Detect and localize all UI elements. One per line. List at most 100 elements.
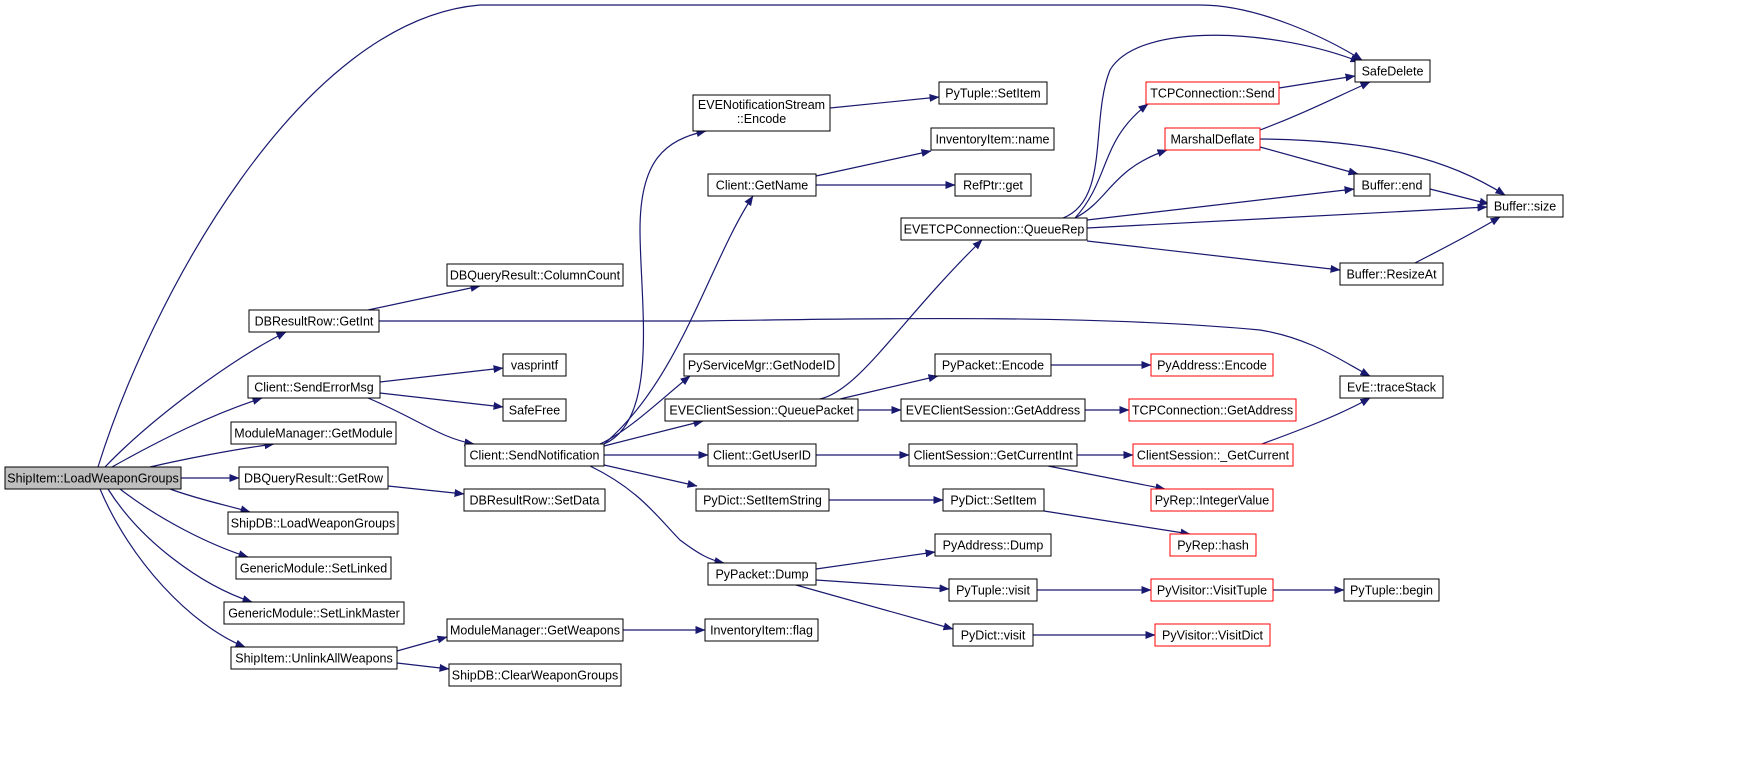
node-label-safeFree: SafeFree [509,404,560,418]
node-intValue[interactable]: PyRep::IntegerValue [1150,488,1274,512]
node-colCount[interactable]: DBQueryResult::ColumnCount [446,263,624,287]
node-label-repHash: PyRep::hash [1177,539,1249,553]
node-box-safeDelete [1354,59,1431,83]
node-label-evenEncode2: ::Encode [737,112,786,126]
node-visitTuple[interactable]: PyVisitor::VisitTuple [1150,578,1274,602]
node-box-invName [930,127,1055,151]
edge-root-safeDelete [97,4,1363,468]
node-box-getRow [238,466,389,490]
node-sessGetAddr[interactable]: EVEClientSession::GetAddress [900,398,1086,422]
node-label-getCurInt: ClientSession::GetCurrentInt [913,449,1073,463]
node-getCurInt[interactable]: ClientSession::GetCurrentInt [908,443,1078,467]
node-box-setLinked [235,556,392,580]
node-marshal[interactable]: MarshalDeflate [1164,127,1261,151]
node-safeFree[interactable]: SafeFree [502,398,567,422]
node-queuePacket[interactable]: EVEClientSession::QueuePacket [664,398,859,422]
node-packetEncode[interactable]: PyPacket::Encode [934,353,1052,377]
node-clearWG[interactable]: ShipDB::ClearWeaponGroups [448,663,622,687]
edge-queueRep-tcpSend [1074,103,1149,219]
edge-dictSetItem-repHash [1043,510,1191,537]
node-dictVisit[interactable]: PyDict::visit [952,623,1034,647]
node-sendErr[interactable]: Client::SendErrorMsg [247,375,381,399]
node-box-tupleBegin [1343,578,1440,602]
node-box-refGet [954,173,1032,197]
node-setData[interactable]: DBResultRow::SetData [463,488,606,512]
node-label-root: ShipItem::LoadWeaponGroups [7,472,178,486]
node-getModule[interactable]: ModuleManager::GetModule [230,421,397,445]
edge-evenEncode-tupleSetItem [829,93,940,109]
node-box-marshal [1164,127,1261,151]
node-label-marshal: MarshalDeflate [1170,133,1254,147]
node-vasprintf[interactable]: vasprintf [502,353,567,377]
node-tupleSetItem[interactable]: PyTuple::SetItem [938,81,1048,105]
node-addrEncode[interactable]: PyAddress::Encode [1150,353,1274,377]
node-dictSetItem[interactable]: PyDict::SetItem [942,488,1045,512]
edge-bufEnd-bufSize [1429,188,1490,206]
node-sendNotif[interactable]: Client::SendNotification [464,443,605,467]
node-repHash[interactable]: PyRep::hash [1169,533,1257,557]
node-tupleVisit[interactable]: PyTuple::visit [948,578,1038,602]
node-safeDelete[interactable]: SafeDelete [1354,59,1431,83]
node-invFlag[interactable]: InventoryItem::flag [704,618,819,642]
node-setLinked[interactable]: GenericModule::SetLinked [235,556,392,580]
node-unlinkAll[interactable]: ShipItem::UnlinkAllWeapons [230,646,398,670]
node-getRow[interactable]: DBQueryResult::GetRow [238,466,389,490]
node-root[interactable]: ShipItem::LoadWeaponGroups [4,466,182,490]
node-label-sessGetAddr: EVEClientSession::GetAddress [906,404,1080,418]
node-getWeapons[interactable]: ModuleManager::GetWeapons [446,618,624,642]
node-box-tcpGetAddr [1128,398,1297,422]
node-getInt[interactable]: DBResultRow::GetInt [248,309,380,333]
node-box-bufSize [1486,194,1564,218]
edge-sendErr-sendNotif [367,397,475,447]
node-box-safeFree [502,398,567,422]
node-label-clearWG: ShipDB::ClearWeaponGroups [452,669,619,683]
node-shipLoad[interactable]: ShipDB::LoadWeaponGroups [227,511,399,535]
node-box-vasprintf [502,353,567,377]
node-box-setData [463,488,606,512]
node-label-intValue: PyRep::IntegerValue [1155,494,1269,508]
node-label-addrEncode: PyAddress::Encode [1157,359,1267,373]
node-tcpSend[interactable]: TCPConnection::Send [1145,81,1280,105]
node-label-addrDump: PyAddress::Dump [943,539,1044,553]
node-queueRep[interactable]: EVETCPConnection::QueueRep [900,217,1088,241]
edge-queuePacket-packetEncode [839,374,939,400]
node-box-tupleSetItem [938,81,1048,105]
node-box-setItemString [695,488,830,512]
node-label-visitDict: PyVisitor::VisitDict [1162,629,1263,643]
edge-root-unlinkAll [99,488,246,648]
node-bufSize[interactable]: Buffer::size [1486,194,1564,218]
node-refGet[interactable]: RefPtr::get [954,173,1032,197]
node-traceStack[interactable]: EvE::traceStack [1339,375,1444,399]
node-bufEnd[interactable]: Buffer::end [1353,173,1431,197]
node-getNodeID[interactable]: PyServiceMgr::GetNodeID [683,353,840,377]
node-tupleBegin[interactable]: PyTuple::begin [1343,578,1440,602]
node-addrDump[interactable]: PyAddress::Dump [934,533,1052,557]
node-label-safeDelete: SafeDelete [1362,65,1424,79]
node-visitDict[interactable]: PyVisitor::VisitDict [1154,623,1271,647]
node-label-bufResize: Buffer::ResizeAt [1346,268,1437,282]
node-label-invFlag: InventoryItem::flag [710,624,813,638]
node-getUserID[interactable]: Client::GetUserID [707,443,817,467]
node-tcpGetAddr[interactable]: TCPConnection::GetAddress [1128,398,1297,422]
node-invName[interactable]: InventoryItem::name [930,127,1055,151]
node-label-queuePacket: EVEClientSession::QueuePacket [669,404,854,418]
node-label-packetEncode: PyPacket::Encode [942,359,1044,373]
node-bufResize[interactable]: Buffer::ResizeAt [1339,262,1444,286]
node-box-getName [707,173,817,197]
node-packetDump[interactable]: PyPacket::Dump [707,562,817,586]
edge-marshal-safeDelete [1259,81,1371,131]
edge-root-getModule [149,441,275,468]
node-box-tupleVisit [948,578,1038,602]
node-setItemString[interactable]: PyDict::SetItemString [695,488,830,512]
call-edges [97,4,1506,672]
node-getCurrent[interactable]: ClientSession::_GetCurrent [1132,443,1294,467]
edge-queueRep-bufSize [1086,203,1488,229]
node-setLinkMaster[interactable]: GenericModule::SetLinkMaster [223,601,405,625]
node-box-sendErr [247,375,381,399]
node-evenEncode[interactable]: EVENotificationStream::Encode [692,94,831,132]
node-getName[interactable]: Client::GetName [707,173,817,197]
edge-packetDump-tupleVisit [815,579,950,593]
node-box-traceStack [1339,375,1444,399]
node-label-getNodeID: PyServiceMgr::GetNodeID [688,359,835,373]
node-label-shipLoad: ShipDB::LoadWeaponGroups [231,517,395,531]
